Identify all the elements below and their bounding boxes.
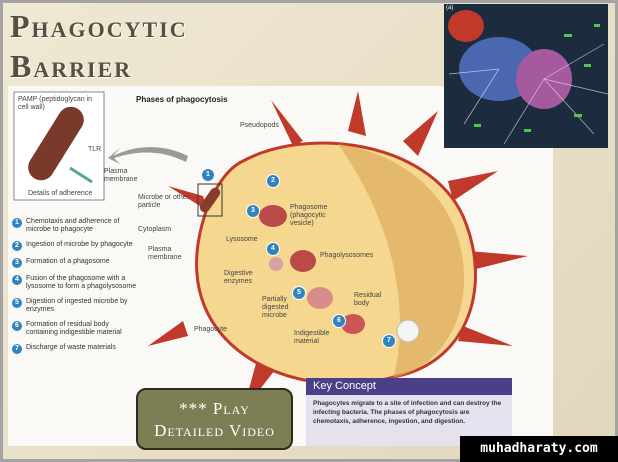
- step-badge-1: 1: [201, 168, 215, 182]
- title-line-1: Phagocytic: [10, 8, 188, 44]
- inset-membrane-label: Plasma membrane: [104, 168, 138, 183]
- slide-title: Phagocytic Barrier: [10, 6, 188, 86]
- label-phagolysosomes: Phagolysosomes: [320, 252, 374, 259]
- label-plasma-membrane: Plasma membrane: [148, 246, 182, 261]
- play-button-line-2: Detailed Video: [154, 421, 275, 440]
- step-badge-5: 5: [292, 286, 306, 300]
- label-cytoplasm: Cytoplasm: [138, 226, 172, 233]
- watermark: muhadharaty.com: [460, 436, 618, 462]
- play-video-button[interactable]: *** Play Detailed Video: [136, 388, 293, 450]
- label-lysosome: Lysosome: [226, 236, 258, 243]
- diagram-heading: Phases of phagocytosis: [136, 95, 228, 104]
- label-pseudopods: Pseudopods: [240, 122, 279, 129]
- label-partially-digested: Partially digested microbe: [262, 296, 289, 319]
- step-badge-2: 2: [266, 174, 280, 188]
- inset-pamp-label: PAMP (peptidoglycan in cell wall): [18, 96, 93, 111]
- micrograph-photo: (a): [444, 4, 609, 148]
- step-badge-6: 6: [332, 314, 346, 328]
- label-phagocyte: Phagocyte: [194, 326, 228, 333]
- key-concept-box: Key Concept Phagocytes migrate to a site…: [306, 378, 512, 446]
- key-concept-title: Key Concept: [306, 378, 512, 395]
- photo-label: (a): [446, 5, 454, 11]
- step-badge-4: 4: [266, 242, 280, 256]
- label-residual-body: Residual body: [354, 292, 382, 307]
- key-concept-body: Phagocytes migrate to a site of infectio…: [313, 400, 502, 425]
- play-button-line-1: *** Play: [179, 399, 250, 418]
- step-badge-7: 7: [382, 334, 396, 348]
- title-line-2: Barrier: [10, 48, 133, 84]
- label-indigestible: Indigestible material: [294, 330, 330, 345]
- label-phagosome: Phagosome (phagocytic vesicle): [290, 204, 328, 227]
- step-badge-3: 3: [246, 204, 260, 218]
- inset-tlr-label: TLR: [88, 146, 102, 153]
- label-microbe: Microbe or other particle: [138, 194, 189, 209]
- micrograph-image: [444, 4, 609, 148]
- inset-caption: Details of adherence: [28, 190, 93, 197]
- diagram-art: [13, 91, 528, 411]
- label-digestive-enzymes: Digestive enzymes: [224, 270, 253, 285]
